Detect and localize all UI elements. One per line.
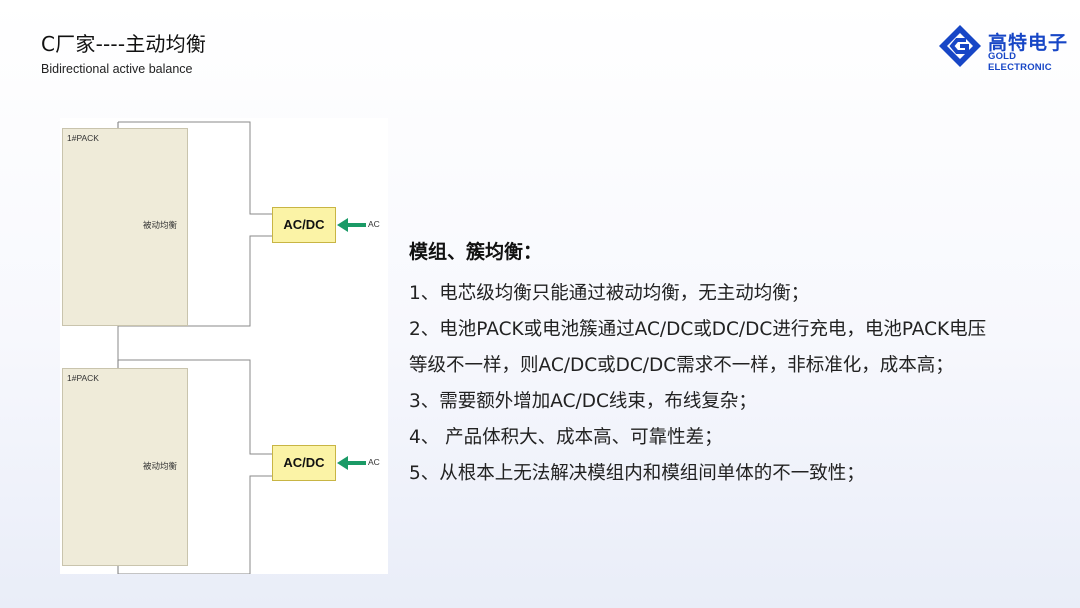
ac-input-1-label: AC bbox=[368, 219, 380, 229]
ac-input-2-label: AC bbox=[368, 457, 380, 467]
logo-chinese-text: 高特电子 bbox=[988, 32, 1069, 54]
list-item: 3、需要额外增加AC/DC线束，布线复杂； bbox=[409, 391, 757, 412]
balance-circuit-diagram: 1#PACK 1#PACK 被动均衡 被动均衡 AC/DC AC/DC AC A… bbox=[60, 118, 388, 574]
battery-pack-2: 1#PACK bbox=[62, 368, 188, 566]
battery-pack-1: 1#PACK bbox=[62, 128, 188, 326]
content-heading: 模组、簇均衡： bbox=[409, 241, 543, 263]
pack-2-label: 1#PACK bbox=[67, 373, 99, 383]
acdc-converter-2: AC/DC bbox=[272, 445, 336, 481]
list-item: 2、电池PACK或电池簇通过AC/DC或DC/DC进行充电，电池PACK电压 bbox=[409, 319, 987, 340]
list-item: 等级不一样，则AC/DC或DC/DC需求不一样，非标准化，成本高； bbox=[409, 355, 954, 376]
pack-1-label: 1#PACK bbox=[67, 133, 99, 143]
page-title: C厂家----主动均衡 bbox=[41, 32, 207, 56]
list-item: 1、电芯级均衡只能通过被动均衡，无主动均衡； bbox=[409, 283, 810, 304]
page-subtitle: Bidirectional active balance bbox=[41, 62, 193, 76]
pack-2-balance-label: 被动均衡 bbox=[143, 462, 178, 472]
pack-1-balance-label: 被动均衡 bbox=[143, 221, 178, 231]
acdc-converter-1: AC/DC bbox=[272, 207, 336, 243]
logo-english-text: GOLD ELECTRONIC bbox=[988, 51, 1052, 73]
list-item: 5、从根本上无法解决模组内和模组间单体的不一致性； bbox=[409, 463, 865, 484]
content-block: 模组、簇均衡： 1、电芯级均衡只能通过被动均衡，无主动均衡； 2、电池PACK或… bbox=[409, 240, 1069, 492]
list-item: 4、 产品体积大、成本高、可靠性差； bbox=[409, 427, 723, 448]
company-logo: 高特电子 GOLD ELECTRONIC bbox=[938, 22, 1069, 73]
logo-mark-icon bbox=[939, 25, 981, 67]
